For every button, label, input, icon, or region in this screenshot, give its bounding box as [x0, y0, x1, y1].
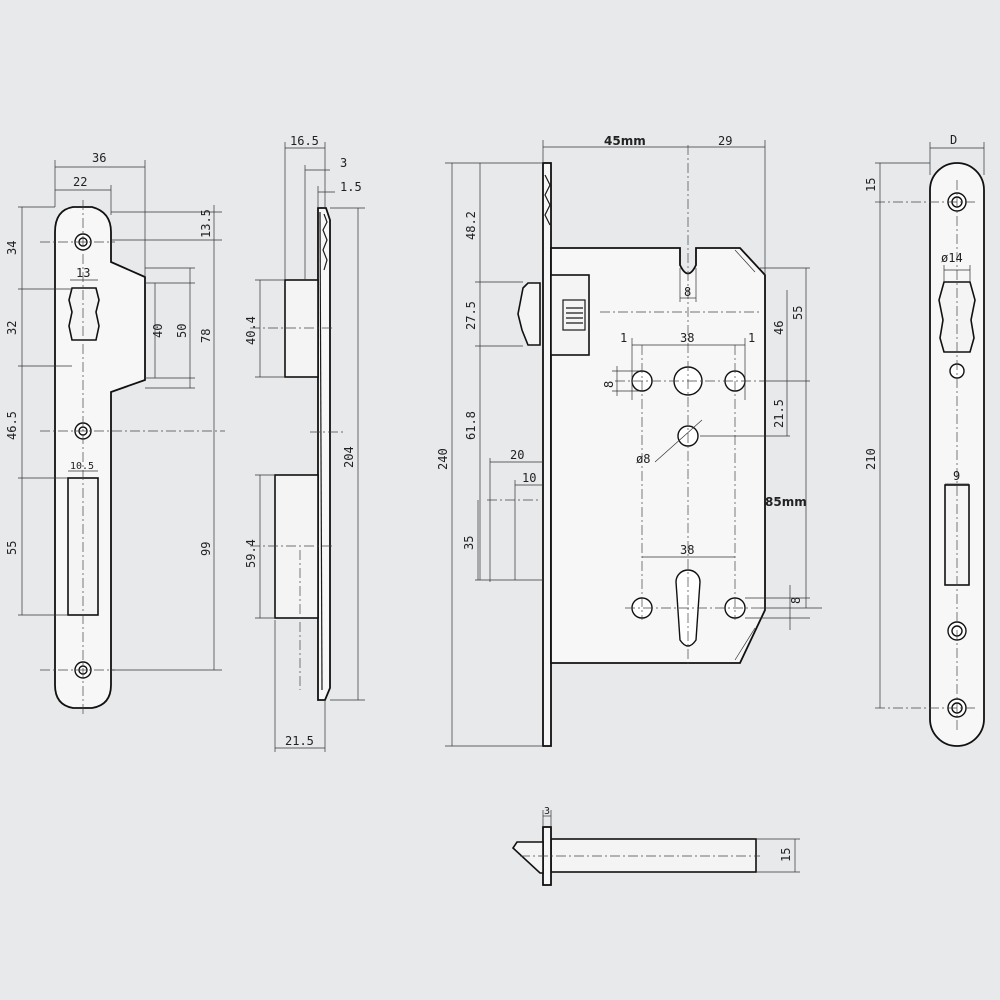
dim-1-right: 1 — [748, 331, 755, 345]
dim-8-hole: 8 — [602, 381, 616, 388]
dim-D: D — [950, 133, 957, 147]
dim-46: 46 — [772, 321, 786, 335]
dim-29: 29 — [718, 134, 732, 148]
dim-35: 35 — [462, 536, 476, 550]
lock-faceplate — [542, 162, 552, 747]
dim-20: 20 — [510, 448, 524, 462]
strike-plate-outline — [54, 206, 146, 709]
dim-34: 34 — [5, 241, 19, 255]
dim-61-8: 61.8 — [464, 411, 478, 440]
dim-59-4: 59.4 — [244, 539, 258, 568]
dim-13: 13 — [76, 266, 90, 280]
strike-side-latch-box — [284, 279, 319, 378]
dim-32: 32 — [5, 321, 19, 335]
latch-bolt-body — [550, 274, 590, 356]
dim-204: 204 — [342, 446, 356, 468]
dim-22: 22 — [73, 175, 87, 189]
lock-case — [550, 247, 766, 664]
strike-side-view: 16.5 3 1.5 40.4 59.4 204 21.5 — [244, 134, 365, 752]
dim-dia-14: ø14 — [941, 251, 963, 265]
dim-8-cylinder: 8 — [789, 597, 803, 604]
latch-bolt — [517, 282, 541, 346]
dim-15-bolt: 15 — [779, 848, 793, 862]
dim-10: 10 — [522, 471, 536, 485]
dim-78: 78 — [199, 329, 213, 343]
dim-48-2: 48.2 — [464, 211, 478, 240]
dim-16-5: 16.5 — [290, 134, 319, 148]
dim-27-5: 27.5 — [464, 301, 478, 330]
dim-3-side: 3 — [340, 156, 347, 170]
dim-dia-8: ø8 — [636, 452, 650, 466]
bolt-bar — [550, 838, 757, 873]
dim-46-5: 46.5 — [5, 411, 19, 440]
dim-240: 240 — [436, 448, 450, 470]
dim-50: 50 — [175, 324, 189, 338]
dim-40-4: 40.4 — [244, 316, 258, 345]
faceplate-latch-opening — [938, 281, 976, 353]
dim-55-left: 55 — [5, 541, 19, 555]
faceplate-front-view: D 15 ø14 210 9 — [864, 133, 985, 747]
dim-55-lock: 55 — [791, 306, 805, 320]
dim-1-left: 1 — [620, 331, 627, 345]
strike-plate-view: 36 22 34 32 46.5 55 13 13.5 40 50 — [5, 151, 225, 715]
dim-38-top: 38 — [680, 331, 694, 345]
dim-15-face: 15 — [864, 178, 878, 192]
strike-latch-opening — [68, 287, 100, 341]
dim-85mm: 85mm — [765, 495, 807, 509]
dim-13-5: 13.5 — [199, 209, 213, 238]
bolt-hook — [511, 841, 544, 874]
dim-210: 210 — [864, 448, 878, 470]
dim-21-5-lock: 21.5 — [772, 399, 786, 428]
strike-side-bolt-box — [274, 474, 319, 619]
dim-10-5: 10.5 — [70, 461, 94, 472]
dim-21-5: 21.5 — [285, 734, 314, 748]
dim-8-slot: 8 — [684, 285, 691, 299]
dim-1-5: 1.5 — [340, 180, 362, 194]
dim-99: 99 — [199, 542, 213, 556]
dim-38-bottom: 38 — [680, 543, 694, 557]
dim-3-bolt: 3 — [544, 806, 550, 817]
lock-body-view: 45mm 29 48.2 27.5 61.8 240 20 10 35 8 — [436, 134, 822, 747]
dim-36: 36 — [92, 151, 106, 165]
bolt-detail-view: 3 15 — [511, 806, 800, 886]
dim-9: 9 — [953, 469, 960, 483]
dim-40: 40 — [151, 324, 165, 338]
dim-45mm: 45mm — [604, 134, 646, 148]
